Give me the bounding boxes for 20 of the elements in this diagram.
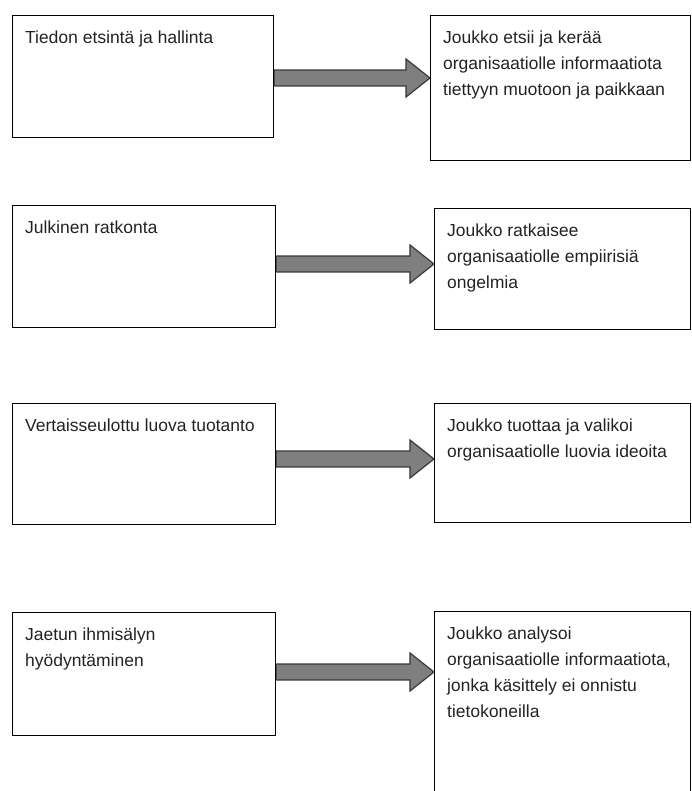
box-text: Joukko tuottaa ja valikoi organisaatiolle luovia ideoita [447,414,668,463]
text-box [12,403,276,525]
block-arrow [273,58,432,98]
box-text: Joukko etsii ja kerää organisaatiolle informaatiota tiettyyn muotoon ja paikkaan [443,26,666,101]
box-text: Vertaisseulottu luova tuotanto [25,414,256,437]
text-box [434,403,691,523]
box-text: Joukko ratkaisee organisaatiolle empiirisiä ongelmia [447,219,640,294]
box-text: Joukko analysoi organisaatiolle informaatiota, jonka käsittely ei onnistu tietokoneilla [447,622,672,723]
block-arrow [275,438,436,480]
text-box [434,208,691,330]
block-arrow [275,652,436,692]
text-box [430,15,691,161]
block-arrow [275,244,436,284]
box-text: Julkinen ratkonta [25,216,158,239]
text-box [12,205,276,328]
text-box [12,15,274,138]
box-text: Tiedon etsintä ja hallinta [25,26,214,49]
text-box [434,611,691,791]
box-text: Jaetun ihmisälyn hyödyntäminen [25,623,156,672]
text-box [12,612,276,736]
